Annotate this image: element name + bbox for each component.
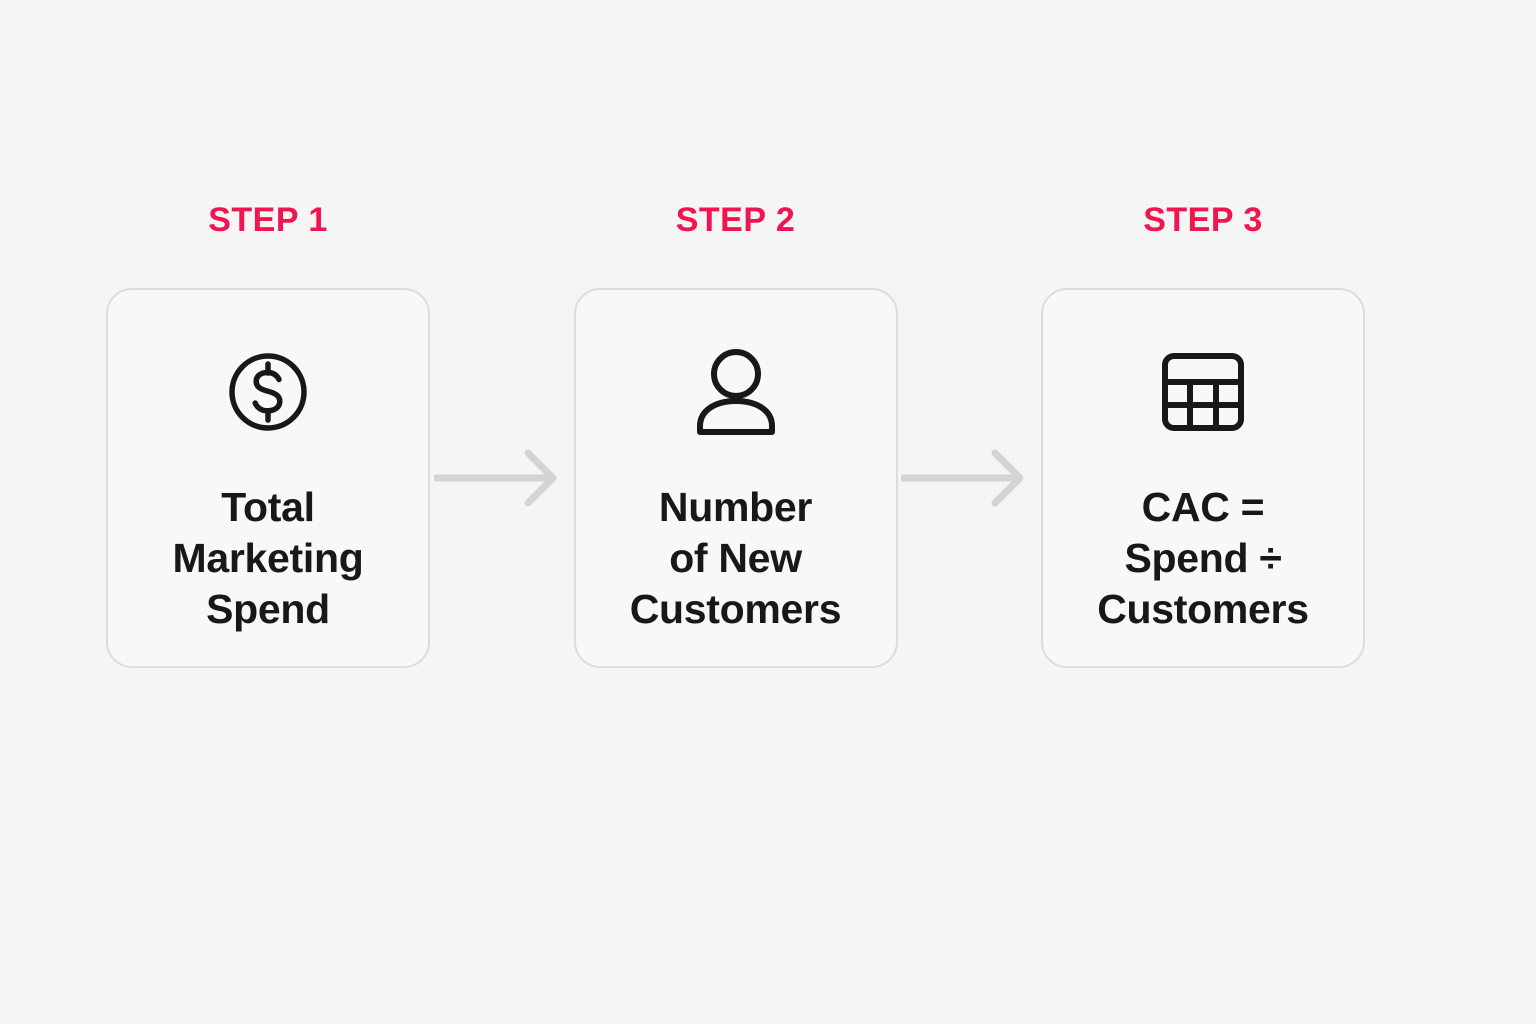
step-card-2[interactable]: Number of New Customers bbox=[573, 288, 898, 668]
person-icon bbox=[686, 342, 786, 442]
table-grid-icon bbox=[1153, 342, 1253, 442]
connector-2 bbox=[899, 288, 1039, 668]
step-card-text-1: Total Marketing Spend bbox=[172, 484, 364, 632]
step-block-1: STEP 1 Total Marketing Spend bbox=[105, 200, 431, 668]
arrow-right-icon bbox=[901, 443, 1037, 513]
arrow-right-icon bbox=[433, 443, 570, 513]
step-label-3: STEP 3 bbox=[1143, 201, 1263, 239]
step-card-3[interactable]: CAC = Spend ÷ Customers bbox=[1041, 288, 1365, 668]
step-card-1[interactable]: Total Marketing Spend bbox=[106, 288, 430, 668]
flow-row: STEP 1 Total Marketing Spend bbox=[105, 200, 1366, 668]
connector-1 bbox=[432, 288, 572, 668]
step-label-1: STEP 1 bbox=[208, 201, 328, 239]
step-card-text-3: CAC = Spend ÷ Customers bbox=[1097, 484, 1309, 632]
dollar-circle-icon bbox=[218, 342, 318, 442]
step-card-text-2: Number of New Customers bbox=[629, 484, 842, 632]
step-block-3: STEP 3 CAC = Spend ÷ Customers bbox=[1040, 200, 1366, 668]
step-label-2: STEP 2 bbox=[675, 201, 796, 239]
step-block-2: STEP 2 Number of New Customers bbox=[573, 200, 899, 668]
